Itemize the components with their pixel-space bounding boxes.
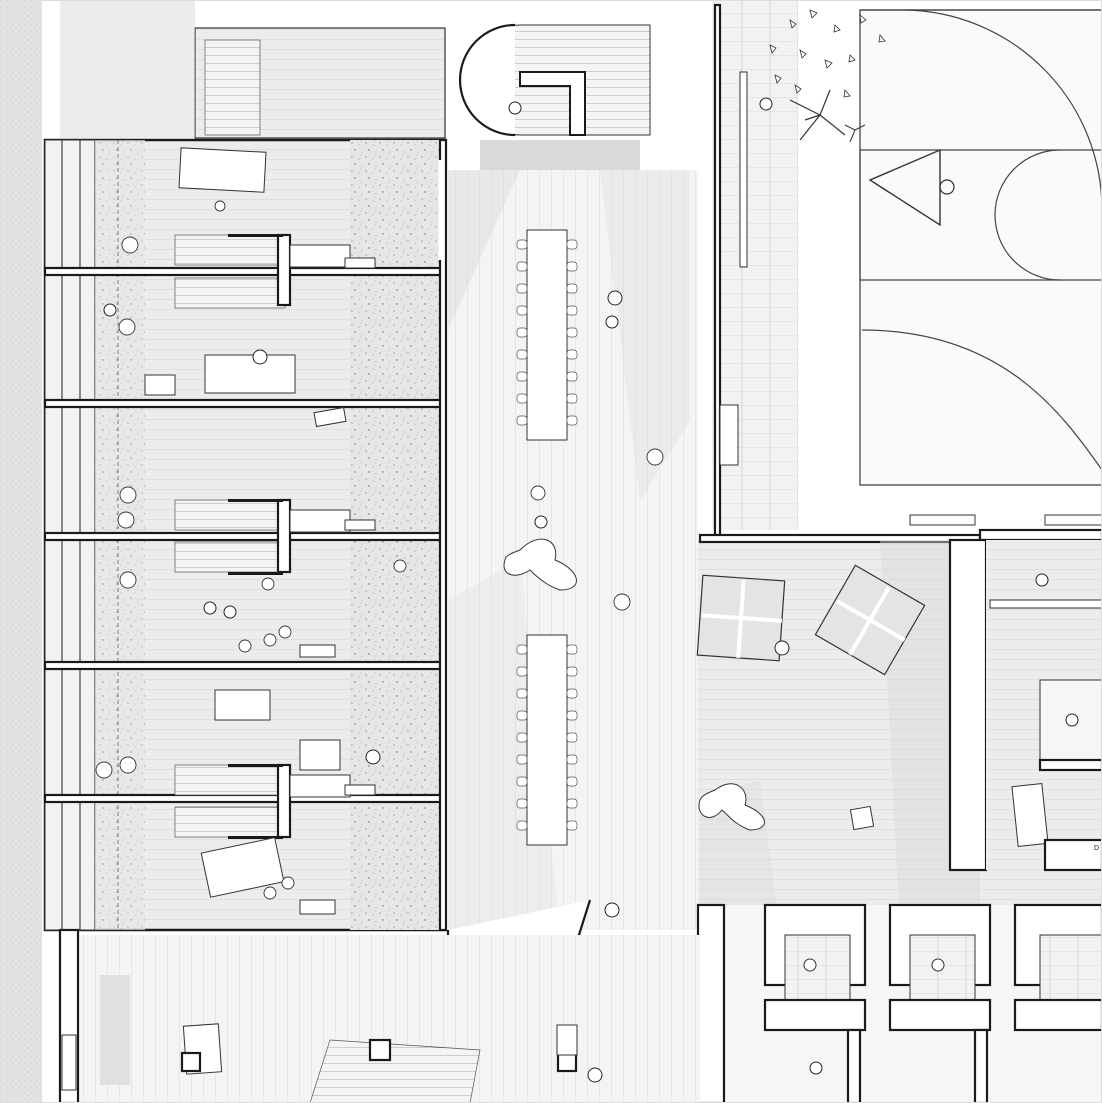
service-rooms [696, 903, 1102, 1103]
central-corridor [446, 101, 890, 940]
room-people [1035, 573, 1079, 727]
unit-sign-d: D [1094, 845, 1099, 852]
tri-bench-plaza [698, 783, 765, 831]
service-person [809, 1061, 823, 1075]
court-person [759, 97, 773, 111]
housing-block [43, 138, 448, 932]
lower-courtyard [58, 928, 700, 1103]
lower-plaza: D [696, 514, 1102, 930]
plaza-person [774, 640, 790, 656]
courtyard-person [587, 1067, 603, 1083]
planters [696, 564, 926, 676]
kitchen-counters [289, 244, 376, 798]
chairs [95, 200, 407, 900]
dining-table-south [526, 634, 568, 846]
outdoor-court-area [712, 0, 1102, 537]
planting-strip [0, 0, 42, 1103]
unit-entries [438, 138, 448, 932]
stair-cores [174, 233, 292, 839]
apartment-furniture [144, 147, 347, 915]
dining-table-north [526, 229, 568, 441]
bathroom-units [763, 903, 1102, 1103]
tree-foliage [769, 9, 886, 143]
upper-courtyard [60, 0, 446, 139]
tri-bench-corridor [503, 538, 577, 591]
spiral-staircase [458, 23, 651, 170]
residents [103, 303, 381, 765]
corridor-people [508, 101, 623, 918]
dining-chairs [516, 239, 578, 831]
